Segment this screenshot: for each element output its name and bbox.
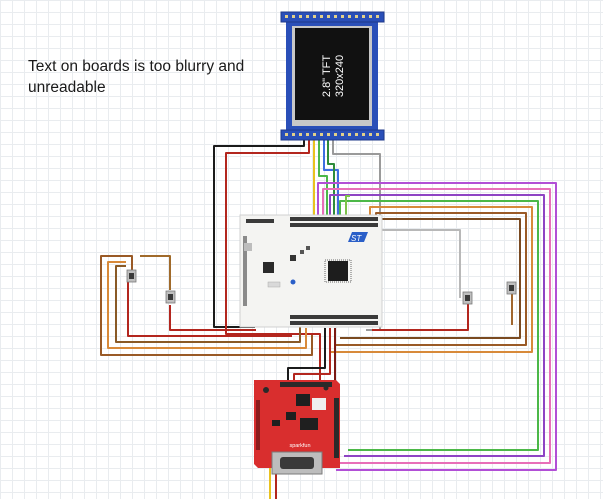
- wire-red: [225, 140, 321, 380]
- wire-red-shield: [293, 328, 331, 382]
- shield-chip-1: [296, 394, 310, 406]
- nucleo-pcb: [239, 214, 383, 328]
- wire-blue-tft: [323, 140, 339, 228]
- annotation-line-1: Text on boards is too blurry and: [28, 58, 245, 75]
- tft-resolution-label: 320x240: [334, 55, 346, 97]
- wire-red-right-btn: [372, 300, 469, 331]
- usb-connector: [244, 243, 252, 251]
- wire-orange-right: [330, 206, 533, 353]
- tft-bottom-header: [280, 129, 385, 141]
- tft-screen: [295, 28, 369, 120]
- wire-red-left: [127, 282, 292, 337]
- wire-orange-left: [107, 261, 307, 349]
- wire-pink: [322, 188, 551, 464]
- wire-lime-long: [345, 195, 350, 220]
- push-button-right-1: [462, 291, 473, 305]
- shield-top-header: [280, 382, 332, 387]
- sparkfun-shield: sparkfun: [254, 380, 340, 475]
- tft-bottom-pins: [285, 133, 379, 136]
- nucleo-small-comp-2: [306, 246, 310, 250]
- shield-brand: sparkfun: [289, 443, 310, 449]
- nucleo-top-headers: [246, 217, 378, 227]
- annotation-note: Text on boards is too blurry and unreada…: [28, 56, 268, 98]
- shield-right-header: [334, 398, 339, 458]
- wire-brown-left-btn2: [140, 255, 171, 290]
- annotation-line-2: unreadable: [28, 79, 106, 96]
- shield-white-box: [312, 398, 326, 410]
- push-button-right-2: [506, 281, 517, 295]
- shield-left-header: [256, 400, 260, 450]
- shield-chip-2: [286, 412, 296, 420]
- push-button-left-1: [126, 269, 137, 283]
- shield-chip-3: [300, 418, 318, 430]
- stlink-chip: [263, 262, 274, 273]
- wire-brown-left-outer: [100, 255, 313, 356]
- wire-brown-left-mid: [115, 265, 301, 343]
- nucleo-small-comp-1: [300, 250, 304, 254]
- tft-display-module: 2.8" TFT 320x240: [280, 11, 385, 141]
- nucleo-button: [290, 255, 296, 261]
- shield-button-1: [263, 387, 269, 393]
- nucleo-board: ST: [239, 214, 383, 328]
- nucleo-crystal: [267, 281, 281, 288]
- push-button-left-2: [165, 290, 176, 304]
- microcontroller-chip-icon: [324, 259, 352, 283]
- nucleo-left-header: [243, 236, 247, 306]
- wire-green-tft: [318, 140, 328, 228]
- tft-top-header: [280, 11, 385, 23]
- wire-red-left-btn2: [169, 305, 256, 331]
- shield-button-2: [323, 385, 329, 391]
- nucleo-blue-button: [290, 279, 296, 285]
- tft-top-pins: [285, 15, 379, 18]
- shield-chip-4: [272, 420, 280, 426]
- db9-connector-icon: [271, 451, 323, 475]
- wire-black: [213, 140, 305, 328]
- wire-gray-right-btn: [378, 229, 461, 298]
- wire-green-long: [339, 200, 539, 451]
- tft-size-label: 2.8" TFT: [321, 55, 333, 97]
- nucleo-bottom-headers: [290, 315, 378, 325]
- st-logo-icon: ST: [348, 232, 368, 243]
- svg-text:ST: ST: [351, 234, 362, 243]
- wire-purple: [317, 182, 557, 471]
- wire-black-shield: [287, 328, 326, 382]
- wire-purple-2: [329, 194, 545, 457]
